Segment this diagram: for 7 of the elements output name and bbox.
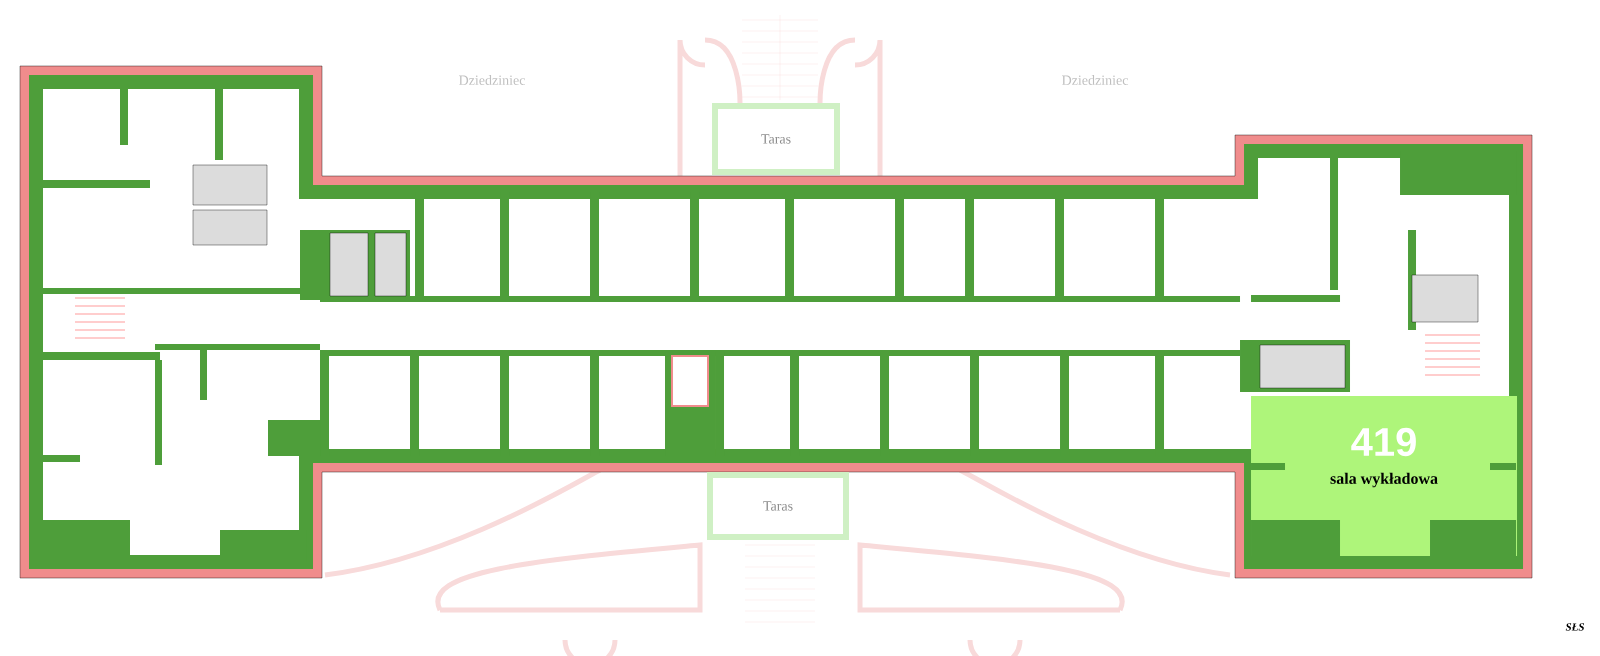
signature: SŁS	[1565, 623, 1585, 631]
courtyard-label: Dziedziniec	[1062, 75, 1129, 85]
courtyard-label: Dziedziniec	[459, 75, 525, 85]
terrace-box: Taras	[712, 103, 840, 175]
terrace-box: Taras	[707, 472, 849, 540]
room-number: 419	[1351, 427, 1416, 457]
room-name: sala wykładowa	[1330, 472, 1438, 488]
